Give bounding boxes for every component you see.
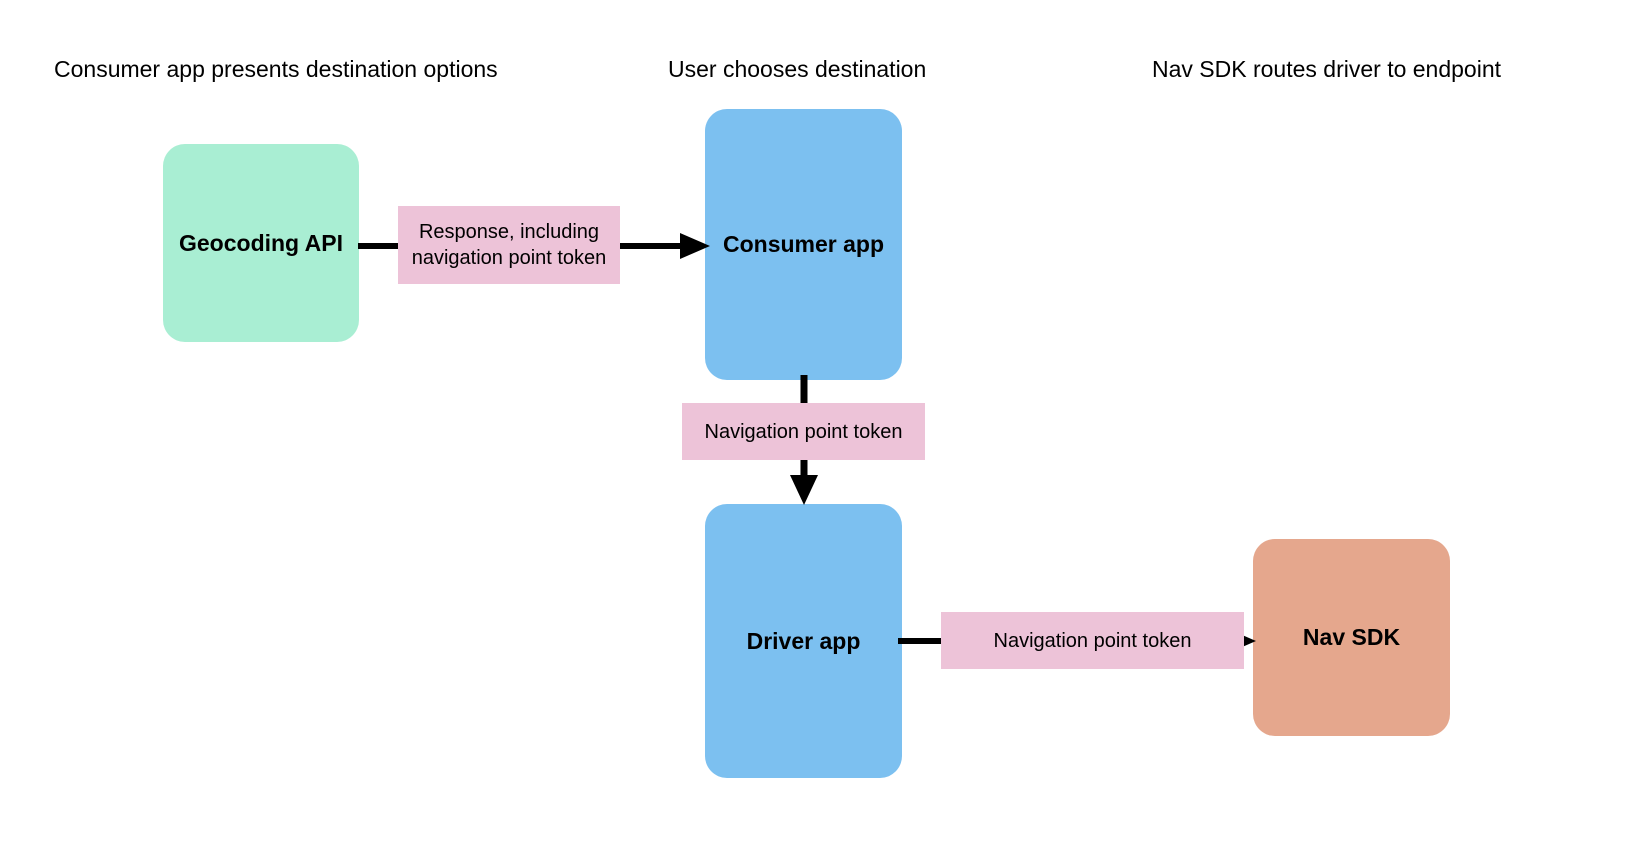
edge-label-text: Response, including navigation point tok… xyxy=(411,221,607,269)
column-header-nav-sdk-routes-driver: Nav SDK routes driver to endpoint xyxy=(1152,56,1502,82)
node-nav-sdk-label: Nav SDK xyxy=(1302,624,1401,650)
node-consumer-app[interactable]: Consumer app xyxy=(705,109,902,380)
column-header-user-chooses-destination: User chooses destination xyxy=(668,56,927,82)
node-driver-app[interactable]: Driver app xyxy=(705,504,902,778)
node-driver-app-label: Driver app xyxy=(746,627,861,654)
edge-label-response-including-navigation-point-token: Response, including navigation point tok… xyxy=(398,206,620,284)
node-consumer-app-label: Consumer app xyxy=(722,231,885,257)
node-nav-sdk[interactable]: Nav SDK xyxy=(1253,539,1450,736)
node-geocoding-api-label: Geocoding API xyxy=(179,229,343,256)
node-geocoding-api[interactable]: Geocoding API xyxy=(163,144,359,342)
edge-label-text: Navigation point token xyxy=(993,629,1192,652)
edge-label-navigation-point-token-driver-navsdk: Navigation point token xyxy=(941,612,1244,669)
column-header-consumer-app-presents: Consumer app presents destination option… xyxy=(54,56,498,82)
edge-label-text: Navigation point token xyxy=(704,420,903,443)
edge-label-navigation-point-token-consumer-driver: Navigation point token xyxy=(682,403,925,460)
